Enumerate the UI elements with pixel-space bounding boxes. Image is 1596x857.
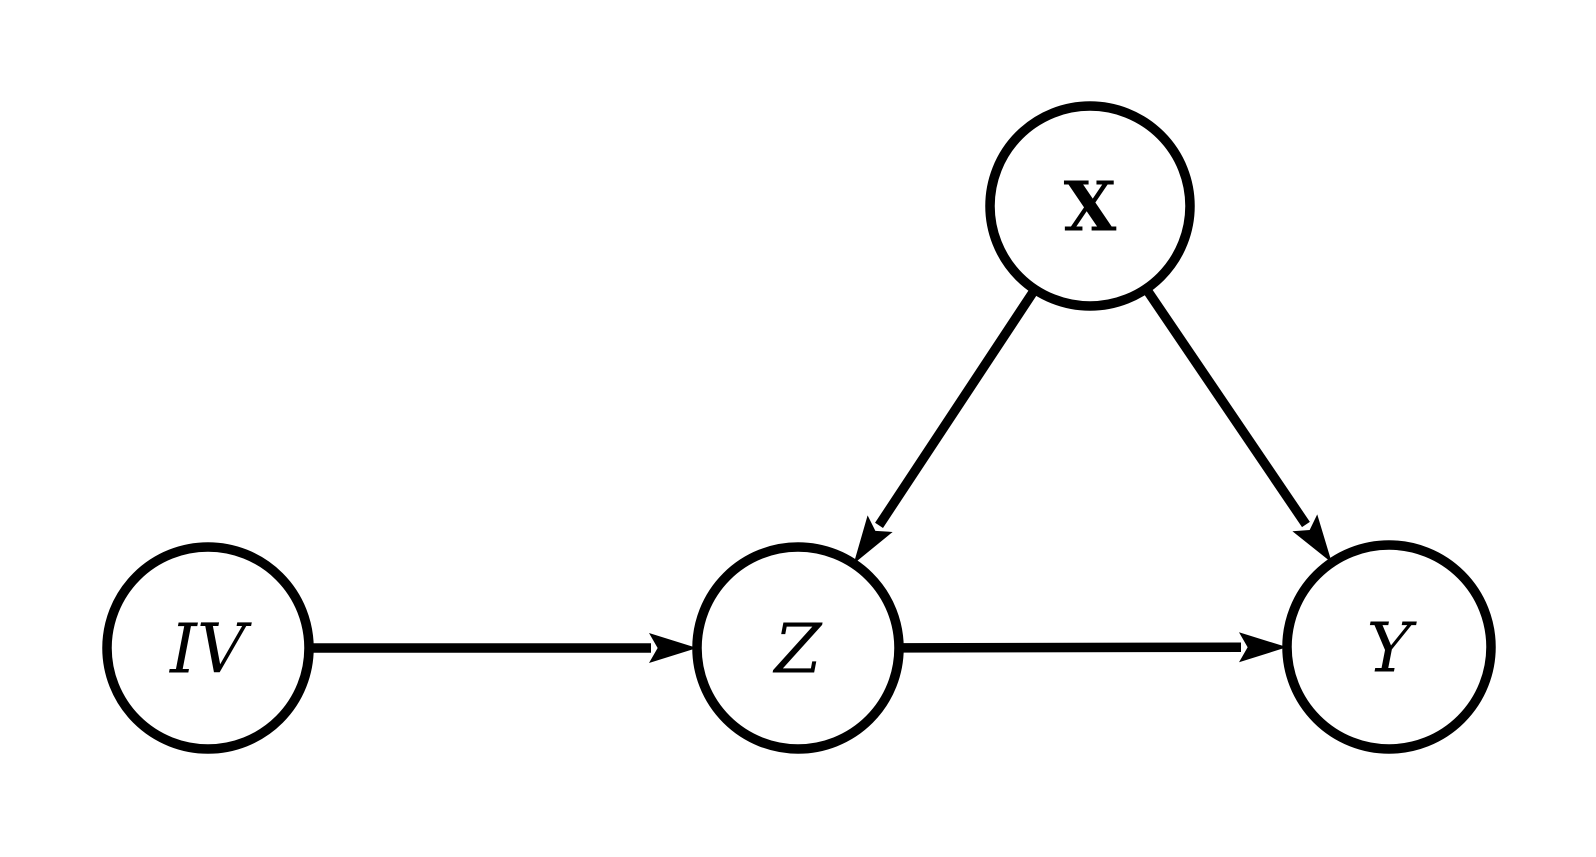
arrowhead-icon [853,515,893,564]
node-label: X [1064,167,1117,247]
edge-line [1142,286,1310,528]
node-circle [692,542,904,754]
nodes-layer: IV Z Y X [102,101,1496,754]
node-X: X [985,101,1195,311]
arrowhead-icon [1292,514,1332,563]
node-IV: IV [102,542,314,754]
node-circle [985,101,1195,311]
edges-layer [309,286,1332,663]
arrowhead-icon [649,633,697,663]
node-circle [1282,540,1496,754]
edge-Z-to-Y [898,632,1288,663]
node-circle [102,542,314,754]
arrowhead-icon [1238,632,1288,663]
edge-X-to-Z [853,286,1039,564]
edge-line [898,642,1242,653]
node-label: IV [168,610,252,689]
edge-line [875,286,1039,528]
node-label: Y [1367,609,1418,688]
node-Y: Y [1282,540,1496,754]
node-Z: Z [692,542,904,754]
node-label: Z [772,610,823,689]
edge-X-to-Y [1142,286,1332,563]
edge-IV-to-Z [309,633,697,663]
